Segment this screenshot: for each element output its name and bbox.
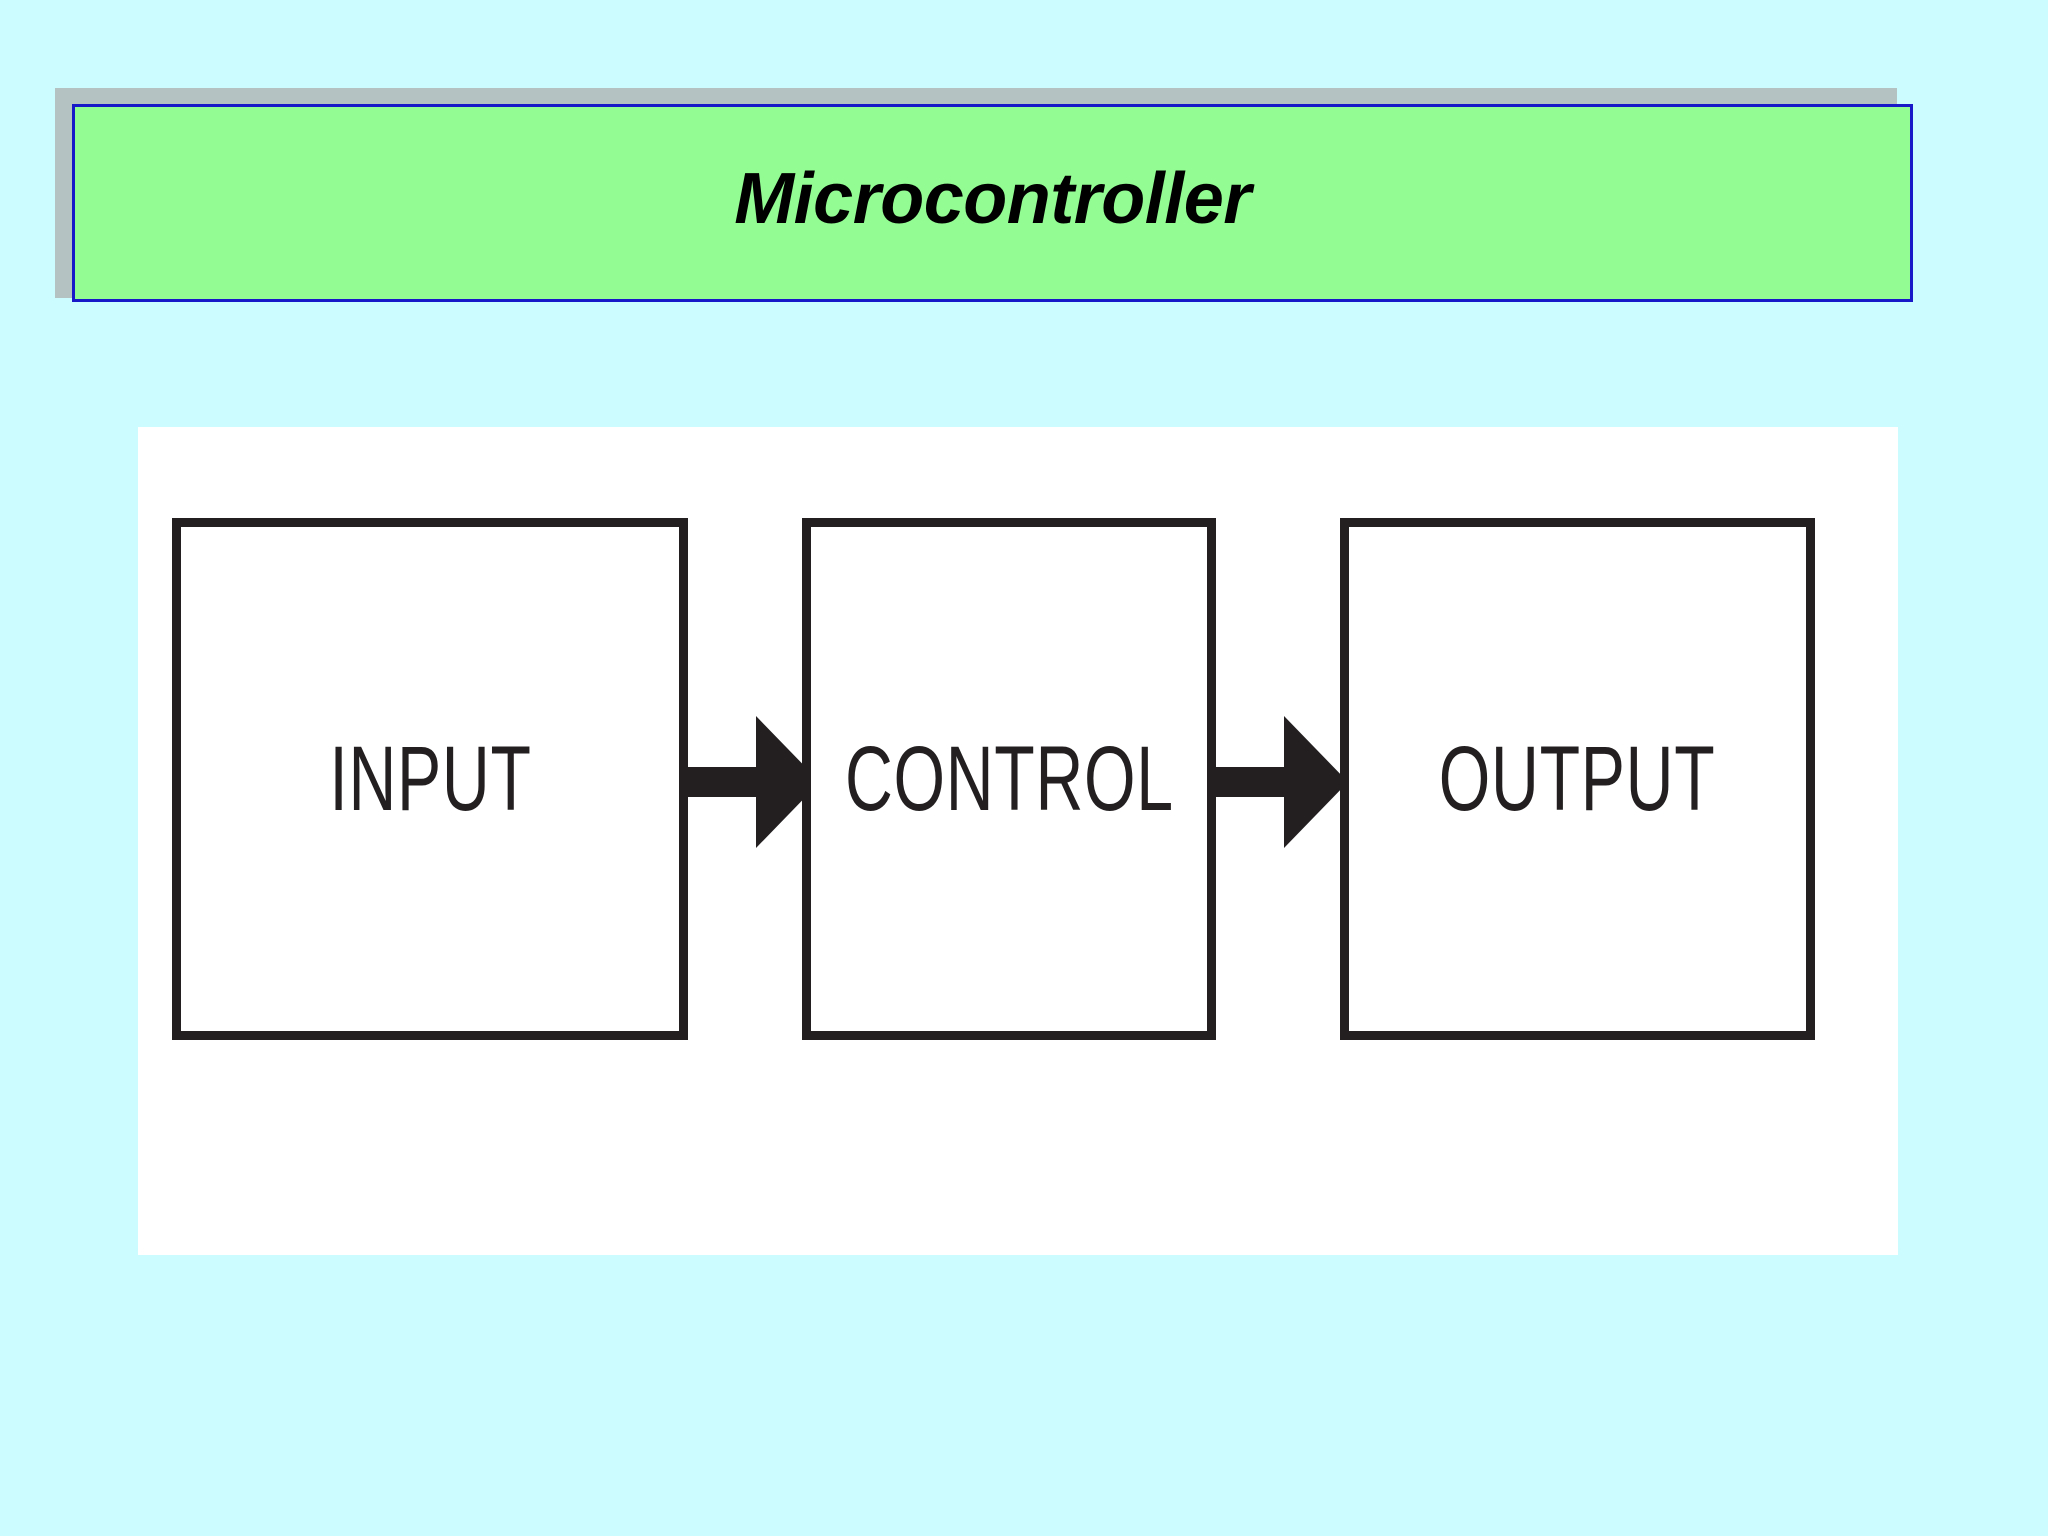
title-banner: Microcontroller bbox=[72, 104, 1913, 302]
flow-box-output-label: OUTPUT bbox=[1439, 728, 1716, 830]
flow-box-output[interactable]: OUTPUT bbox=[1340, 518, 1815, 1040]
flow-box-input[interactable]: INPUT bbox=[172, 518, 688, 1040]
arrow-control-to-output bbox=[1212, 712, 1348, 852]
diagram-panel: INPUT CONTROL OUTPUT bbox=[138, 427, 1898, 1255]
flow-box-input-label: INPUT bbox=[328, 728, 532, 830]
page-title: Microcontroller bbox=[734, 159, 1251, 239]
arrow-input-to-control bbox=[684, 712, 820, 852]
flow-box-control-label: CONTROL bbox=[844, 728, 1174, 830]
flow-box-control[interactable]: CONTROL bbox=[802, 518, 1216, 1040]
